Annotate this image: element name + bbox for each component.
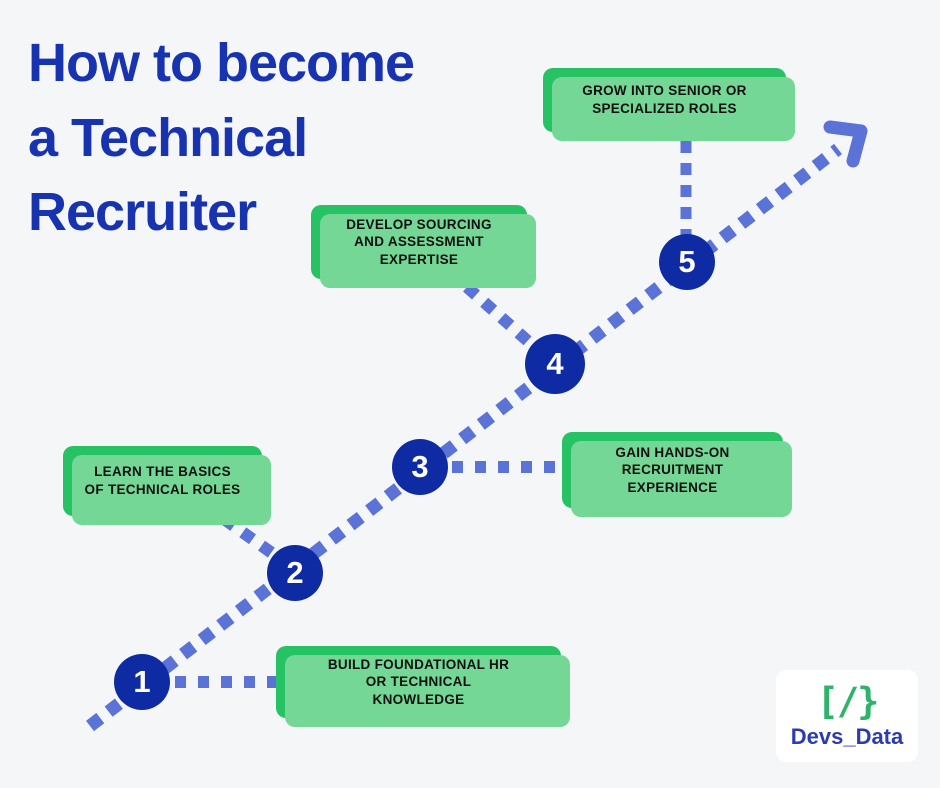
connector-step-4 xyxy=(463,282,543,356)
step-box-5: GROW INTO SENIOR OR SPECIALIZED ROLES xyxy=(543,68,795,141)
step-box-4: DEVELOP SOURCING AND ASSESSMENT EXPERTIS… xyxy=(311,205,536,288)
step-circle-1: 1 xyxy=(114,654,170,710)
connector-step-2 xyxy=(220,514,283,563)
step-label-5: GROW INTO SENIOR OR SPECIALIZED ROLES xyxy=(582,83,747,116)
step-number-2: 2 xyxy=(286,555,304,590)
logo-text: Devs_Data xyxy=(790,723,904,749)
step-box-3: GAIN HANDS-ON RECRUITMENT EXPERIENCE xyxy=(562,432,792,517)
arrow-up-right-icon xyxy=(823,120,868,168)
step-box-1: BUILD FOUNDATIONAL HR OR TECHNICAL KNOWL… xyxy=(276,646,570,727)
step-number-5: 5 xyxy=(678,244,696,279)
step-circle-5: 5 xyxy=(659,234,715,290)
journey-dotted-line xyxy=(86,143,842,732)
step-number-3: 3 xyxy=(411,449,429,484)
step-box-2: LEARN THE BASICS OF TECHNICAL ROLES xyxy=(63,446,271,525)
step-circle-4: 4 xyxy=(525,334,585,394)
step-label-2: LEARN THE BASICS OF TECHNICAL ROLES xyxy=(84,464,241,497)
step-label-3: GAIN HANDS-ON RECRUITMENT EXPERIENCE xyxy=(615,444,730,495)
logo-card: [/} Devs_Data xyxy=(776,670,918,762)
step-number-1: 1 xyxy=(133,664,151,699)
code-brackets-icon: [/} xyxy=(816,679,880,723)
step-circle-2: 2 xyxy=(267,545,323,601)
page-title: How to become a Technical Recruiter xyxy=(28,33,415,243)
step-circle-3: 3 xyxy=(392,439,448,495)
step-label-4: DEVELOP SOURCING AND ASSESSMENT EXPERTIS… xyxy=(346,216,492,267)
step-label-1: BUILD FOUNDATIONAL HR OR TECHNICAL KNOWL… xyxy=(327,656,510,707)
step-number-4: 4 xyxy=(546,346,564,381)
